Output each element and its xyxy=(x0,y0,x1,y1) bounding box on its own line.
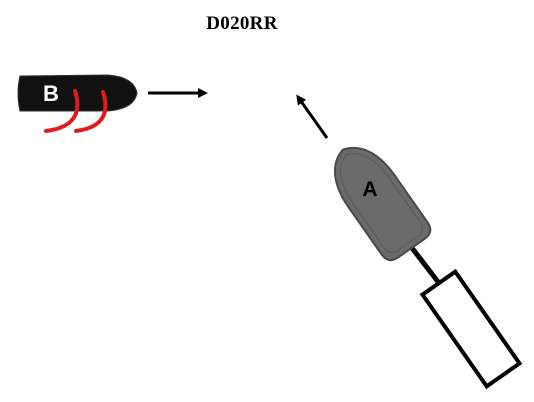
tow-line xyxy=(410,246,444,289)
vessel-a xyxy=(334,146,432,262)
diagram-title: D020RR xyxy=(206,13,278,34)
vessel-a-tow-group: A xyxy=(334,146,523,390)
vessel-b-label: B xyxy=(43,81,59,106)
vessel-b: B xyxy=(17,74,138,133)
vessel-b-wake-mark-2 xyxy=(74,90,108,133)
vessel-a-label: A xyxy=(362,178,377,201)
vessel-a-heading-arrow xyxy=(296,94,329,139)
vessel-b-wake-mark-1 xyxy=(44,89,80,133)
vessel-a-hull xyxy=(334,146,432,262)
towed-object xyxy=(419,268,523,390)
